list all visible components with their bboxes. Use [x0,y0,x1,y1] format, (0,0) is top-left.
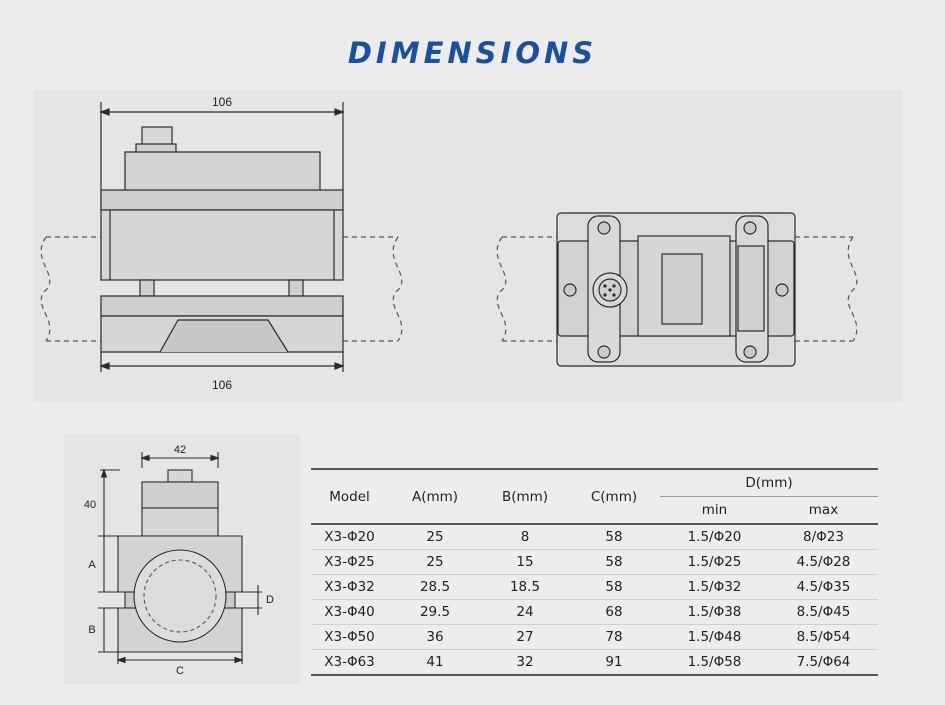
cell-max: 8/Φ23 [769,524,878,550]
cell-min: 1.5/Φ58 [660,649,769,676]
cell-model: X3-Φ25 [311,549,388,575]
cell-min: 1.5/Φ20 [660,524,769,550]
width-dimension-label: 42 [174,444,186,456]
cell-max: 8.5/Φ54 [769,624,878,650]
height-dimension-label: 40 [84,499,96,511]
top-dimension-label: 106 [212,95,232,109]
cell-min: 1.5/Φ38 [660,599,769,625]
page-title: DIMENSIONS [347,36,598,70]
cell-a: 25 [388,524,482,550]
cell-b: 24 [482,599,568,625]
cell-model: X3-Φ50 [311,624,388,650]
dimension-label-b: B [88,624,95,636]
cell-model: X3-Φ40 [311,599,388,625]
cell-b: 18.5 [482,574,568,600]
table-row: X3-Φ25 25 15 58 1.5/Φ25 4.5/Φ28 [311,549,878,575]
header-model: Model [311,468,388,525]
header-c: C(mm) [568,468,660,525]
dimension-label-c: C [176,665,184,677]
dimensions-table: Model A(mm) B(mm) C(mm) D(mm) min max X3… [311,468,878,676]
cell-c: 58 [568,524,660,550]
cell-b: 8 [482,524,568,550]
table-row: X3-Φ32 28.5 18.5 58 1.5/Φ32 4.5/Φ35 [311,574,878,600]
cell-a: 28.5 [388,574,482,600]
table-row: X3-Φ63 41 32 91 1.5/Φ58 7.5/Φ64 [311,649,878,676]
bottom-dimension-label: 106 [212,378,232,392]
header-a: A(mm) [388,468,482,525]
cell-c: 68 [568,599,660,625]
header-b: B(mm) [482,468,568,525]
cell-max: 4.5/Φ35 [769,574,878,600]
cell-min: 1.5/Φ48 [660,624,769,650]
dimension-label-a: A [88,559,96,571]
cell-c: 78 [568,624,660,650]
cell-a: 41 [388,649,482,676]
cell-a: 25 [388,549,482,575]
cell-model: X3-Φ63 [311,649,388,676]
dimension-label-d: D [266,594,274,606]
cell-max: 7.5/Φ64 [769,649,878,676]
header-d: D(mm) [660,468,878,497]
cell-b: 15 [482,549,568,575]
cell-max: 8.5/Φ45 [769,599,878,625]
table-row: X3-Φ20 25 8 58 1.5/Φ20 8/Φ23 [311,524,878,550]
cell-min: 1.5/Φ25 [660,549,769,575]
cell-c: 58 [568,549,660,575]
cell-min: 1.5/Φ32 [660,574,769,600]
cell-max: 4.5/Φ28 [769,549,878,575]
cell-a: 36 [388,624,482,650]
header-d-max: max [769,496,878,525]
cell-b: 32 [482,649,568,676]
table-row: X3-Φ50 36 27 78 1.5/Φ48 8.5/Φ54 [311,624,878,650]
cell-model: X3-Φ32 [311,574,388,600]
table-row: X3-Φ40 29.5 24 68 1.5/Φ38 8.5/Φ45 [311,599,878,625]
cell-model: X3-Φ20 [311,524,388,550]
header-d-min: min [660,496,769,525]
cell-c: 58 [568,574,660,600]
cell-a: 29.5 [388,599,482,625]
cell-b: 27 [482,624,568,650]
cell-c: 91 [568,649,660,676]
